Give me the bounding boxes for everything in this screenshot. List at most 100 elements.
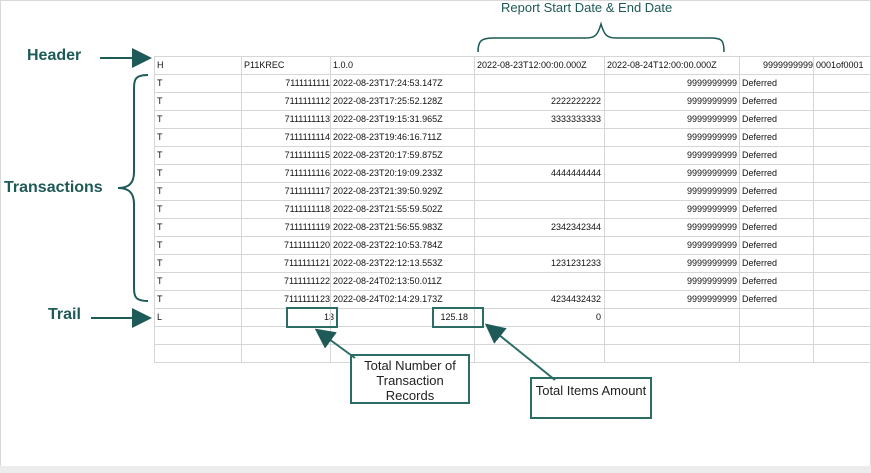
txn-ts-cell: 2022-08-23T22:10:53.784Z — [333, 240, 443, 250]
header-code-cell: P11KREC — [244, 60, 285, 70]
txn-acct-cell: 9999999999 — [686, 294, 737, 304]
txn-acct-cell: 9999999999 — [686, 276, 737, 286]
txn-acct-cell: 9999999999 — [686, 78, 737, 88]
row-gridline — [154, 254, 871, 255]
txn-acct-cell: 9999999999 — [686, 258, 737, 268]
header-start-date-cell: 2022-08-23T12:00:00.000Z — [477, 60, 587, 70]
txn-status-cell: Deferred — [742, 222, 778, 232]
txn-txn-cell: 7111111122 — [283, 276, 330, 286]
column-gridline — [474, 56, 475, 362]
txn-txn-cell: 7111111112 — [284, 96, 330, 106]
txn-acct-cell: 9999999999 — [686, 96, 737, 106]
txn-type-cell: T — [157, 96, 163, 106]
txn-acct-cell: 9999999999 — [686, 204, 737, 214]
row-gridline — [154, 326, 871, 327]
txn-type-cell: T — [157, 294, 163, 304]
txn-status-cell: Deferred — [742, 204, 778, 214]
txn-status-cell: Deferred — [742, 150, 778, 160]
row-gridline — [154, 56, 871, 57]
txn-status-cell: Deferred — [742, 186, 778, 196]
header-label: Header — [27, 47, 82, 64]
total-amount-callout: Total Items Amount — [530, 377, 652, 419]
txn-ts-cell: 2022-08-23T17:25:52.128Z — [333, 96, 443, 106]
txn-type-cell: T — [157, 114, 163, 124]
row-gridline — [154, 146, 871, 147]
txn-txn-cell: 7111111115 — [284, 150, 330, 160]
txn-ref-cell: 3333333333 — [550, 114, 601, 124]
txn-status-cell: Deferred — [742, 294, 778, 304]
row-gridline — [154, 272, 871, 273]
txn-ref-cell — [477, 74, 601, 92]
row-gridline — [154, 290, 871, 291]
txn-type-cell: T — [157, 168, 163, 178]
txn-type-cell: T — [157, 78, 163, 88]
row-gridline — [154, 74, 871, 75]
txn-txn-cell: 7111111116 — [284, 168, 330, 178]
txn-type-cell: T — [157, 132, 163, 142]
txn-ts-cell: 2022-08-23T19:46:16.711Z — [333, 132, 442, 142]
txn-ref-cell — [477, 236, 601, 254]
txn-txn-cell: 7111111114 — [284, 132, 330, 142]
txn-acct-cell: 9999999999 — [686, 240, 737, 250]
txn-ref-cell — [477, 272, 601, 290]
bottom-band — [0, 466, 871, 473]
row-gridline — [154, 344, 871, 345]
txn-ts-cell: 2022-08-23T17:24:53.147Z — [333, 78, 443, 88]
txn-type-cell: T — [157, 222, 163, 232]
row-gridline — [154, 128, 871, 129]
row-gridline — [154, 308, 871, 309]
txn-txn-cell: 7111111117 — [284, 186, 330, 196]
trail-zero-cell: 0 — [595, 312, 601, 322]
header-part-cell: 0001of0001 — [816, 60, 864, 70]
txn-ts-cell: 2022-08-23T20:19:09.233Z — [333, 168, 443, 178]
trail-amount-cell: 125.18 — [440, 312, 468, 322]
txn-ts-cell: 2022-08-23T21:55:59.502Z — [333, 204, 443, 214]
row-gridline — [154, 218, 871, 219]
txn-status-cell: Deferred — [742, 276, 778, 286]
column-gridline — [604, 56, 605, 362]
column-gridline — [330, 56, 331, 362]
header-type-cell: H — [157, 60, 164, 70]
header-version-cell: 1.0.0 — [333, 60, 354, 70]
txn-status-cell: Deferred — [742, 258, 778, 268]
txn-status-cell: Deferred — [742, 132, 778, 142]
txn-ts-cell: 2022-08-23T19:15:31.965Z — [333, 114, 443, 124]
row-gridline — [154, 92, 871, 93]
txn-status-cell: Deferred — [742, 240, 778, 250]
txn-ref-cell: 4444444444 — [550, 168, 601, 178]
row-gridline — [154, 182, 871, 183]
txn-ref-cell — [477, 128, 601, 146]
txn-acct-cell: 9999999999 — [686, 168, 737, 178]
column-gridline — [154, 56, 155, 362]
txn-acct-cell: 9999999999 — [686, 132, 737, 142]
txn-ref-cell: 2222222222 — [550, 96, 601, 106]
txn-ref-cell: 2342342344 — [550, 222, 601, 232]
txn-ref-cell — [477, 146, 601, 164]
txn-txn-cell: 7111111120 — [283, 240, 330, 250]
row-gridline — [154, 236, 871, 237]
txn-ts-cell: 2022-08-23T20:17:59.875Z — [333, 150, 443, 160]
row-gridline — [154, 110, 871, 111]
txn-txn-cell: 7111111119 — [284, 222, 330, 232]
row-gridline — [154, 164, 871, 165]
txn-acct-cell: 9999999999 — [686, 186, 737, 196]
txn-acct-cell: 9999999999 — [686, 114, 737, 124]
txn-ref-cell — [477, 200, 601, 218]
txn-acct-cell: 9999999999 — [686, 150, 737, 160]
txn-type-cell: T — [157, 276, 163, 286]
row-gridline — [154, 200, 871, 201]
amount-highlight-box — [432, 307, 484, 328]
total-records-callout: Total Number of Transaction Records — [350, 354, 470, 404]
txn-ts-cell: 2022-08-23T21:56:55.983Z — [333, 222, 443, 232]
txn-type-cell: T — [157, 240, 163, 250]
txn-txn-cell: 7111111113 — [284, 114, 330, 124]
txn-type-cell: T — [157, 258, 163, 268]
txn-ts-cell: 2022-08-24T02:14:29.173Z — [333, 294, 443, 304]
txn-type-cell: T — [157, 186, 163, 196]
header-end-date-cell: 2022-08-24T12:00:00.000Z — [607, 60, 717, 70]
header-id-cell: 9999999999 — [762, 60, 813, 70]
txn-ref-cell: 1231231233 — [550, 258, 601, 268]
txn-status-cell: Deferred — [742, 114, 778, 124]
txn-status-cell: Deferred — [742, 78, 778, 88]
trail-label: Trail — [48, 306, 81, 323]
